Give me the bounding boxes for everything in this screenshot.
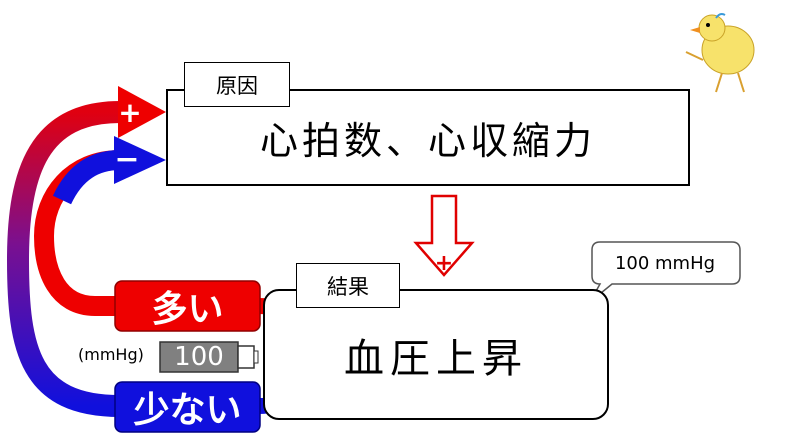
few-pill [114, 381, 261, 433]
plus-sign: + [118, 95, 142, 129]
chick-icon [685, 13, 755, 93]
unit-label: (mmHg) [78, 345, 144, 364]
down-arrow-icon [413, 194, 475, 277]
battery-tip [253, 350, 259, 364]
speech-bubble [589, 241, 741, 303]
feedback-loop-plus [6, 101, 258, 417]
result-tag: 結果 [296, 263, 400, 308]
result-box [263, 289, 609, 420]
battery-value: 100 [174, 342, 224, 372]
few-label: 少ない [133, 390, 242, 431]
battery-end [237, 345, 255, 369]
cause-text: 心拍数、心収縮力 [259, 119, 596, 163]
feedback-loop-minus-blue [52, 150, 121, 205]
plus-arrowhead [118, 86, 166, 138]
many-pill [114, 280, 261, 332]
down-arrow-sign: + [434, 250, 454, 276]
callout-text: 100 mmHg [614, 252, 716, 274]
minus-sign: − [114, 141, 140, 177]
cause-tag: 原因 [184, 62, 290, 107]
result-text: 血圧上昇 [344, 335, 528, 382]
minus-arrowhead [114, 136, 166, 184]
many-label: 多い [151, 289, 224, 330]
